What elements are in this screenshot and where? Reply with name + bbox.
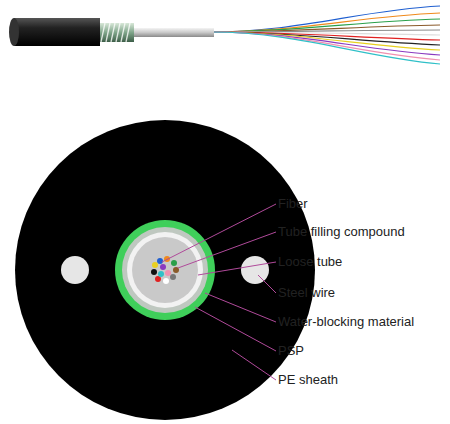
steel-wire-section [61, 256, 89, 284]
leader-line [198, 262, 276, 275]
leader-line [232, 350, 276, 380]
fiber-dot [163, 278, 169, 284]
part-label: Loose tube [278, 254, 342, 270]
fiber-strand [210, 25, 440, 32]
pe-sheath-section [15, 120, 315, 420]
armor-segment [98, 23, 134, 42]
fiber-dot [155, 276, 161, 282]
spiral-line [106, 23, 110, 42]
part-label: Steel wire [278, 285, 335, 301]
cable-jacket [14, 18, 100, 46]
fiber-dot [157, 258, 163, 264]
fiber-fan [210, 6, 440, 64]
fiber-dot [171, 260, 177, 266]
part-label: Water-blocking material [278, 314, 414, 330]
leader-line [195, 307, 276, 351]
part-label: PE sheath [278, 372, 338, 388]
spiral-line [121, 23, 125, 42]
leader-line [178, 232, 276, 268]
spiral-line [126, 23, 130, 42]
fiber-dot [160, 264, 166, 270]
spiral-line [116, 23, 120, 42]
steel-wire-section [241, 256, 269, 284]
spiral-line [101, 23, 105, 42]
fiber-strand [210, 32, 440, 64]
armor-spiral [101, 23, 130, 42]
leader-lines [162, 204, 276, 380]
fiber-strand [210, 13, 440, 32]
psp-ring [122, 227, 208, 313]
fiber-dot [170, 274, 176, 280]
loose-tube-ring [127, 232, 203, 308]
fiber-dot [158, 271, 164, 277]
part-label: Tube filling compound [278, 224, 405, 240]
jacket-end [9, 18, 19, 46]
fiber-dot [165, 270, 171, 276]
fiber-dot [152, 262, 158, 268]
fiber-strand [210, 19, 440, 32]
fiber-dot [151, 269, 157, 275]
spiral-line [111, 23, 115, 42]
leader-line [258, 275, 276, 293]
tube-segment [130, 28, 214, 37]
part-label: PSP [278, 343, 304, 359]
fiber-strand [210, 6, 440, 32]
filling-compound [132, 237, 198, 303]
fiber-strand [210, 32, 440, 60]
part-label: Fiber [278, 196, 308, 212]
water-blocking-ring [115, 220, 215, 320]
